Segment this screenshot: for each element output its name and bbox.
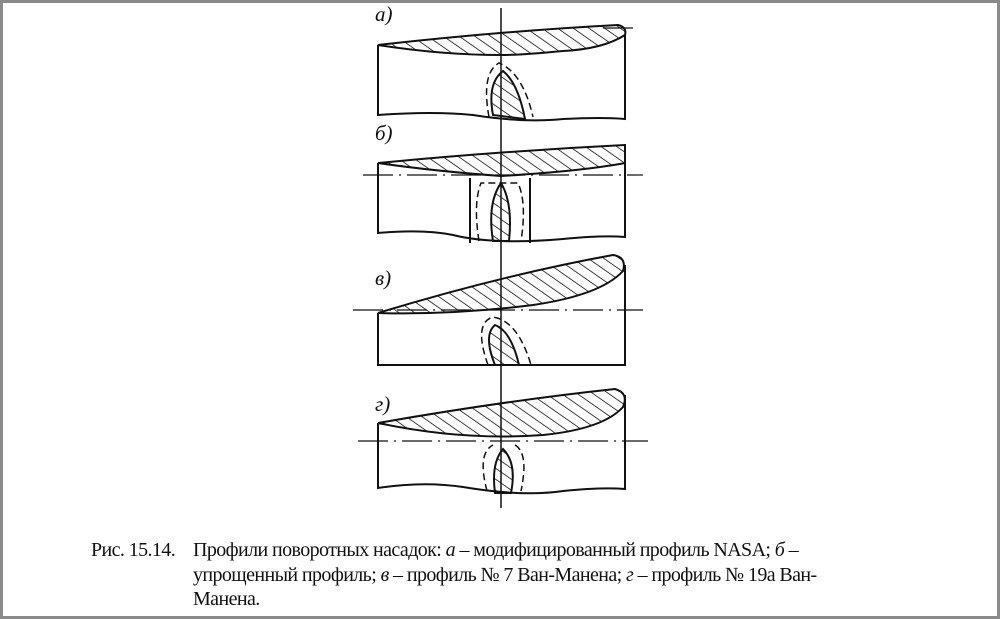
caption-text: – <box>784 539 799 561</box>
panel-label-a: а) <box>375 3 393 26</box>
caption-text: Манена. <box>193 588 260 610</box>
panel-label-g: г) <box>375 392 390 416</box>
panel-label-v: в) <box>375 266 391 290</box>
caption-text: – профиль № 7 Ван-Манена; <box>388 563 626 586</box>
caption-key: в <box>380 563 390 586</box>
caption-text: – модифицированный профиль NASA; <box>455 539 775 561</box>
caption-text: Профили поворотных насадок: <box>193 539 446 561</box>
figure-caption: Рис. 15.14. Профили поворотных насадок: а… <box>91 538 951 612</box>
profile-a <box>377 23 633 122</box>
profile-g <box>358 387 648 495</box>
profile-b <box>363 143 643 243</box>
caption-number: Рис. 15.14. <box>91 539 176 561</box>
caption-text: – профиль № 19а Ван- <box>633 563 818 586</box>
profile-v <box>353 253 643 366</box>
caption-key: г <box>625 563 634 586</box>
caption-key: б <box>774 539 785 561</box>
panel-label-b: б) <box>375 121 393 145</box>
nozzle-profiles-drawing: а) б) в) г) <box>353 3 648 508</box>
caption-key: а <box>445 539 456 561</box>
caption-text: упрощенный профиль; <box>193 563 381 586</box>
